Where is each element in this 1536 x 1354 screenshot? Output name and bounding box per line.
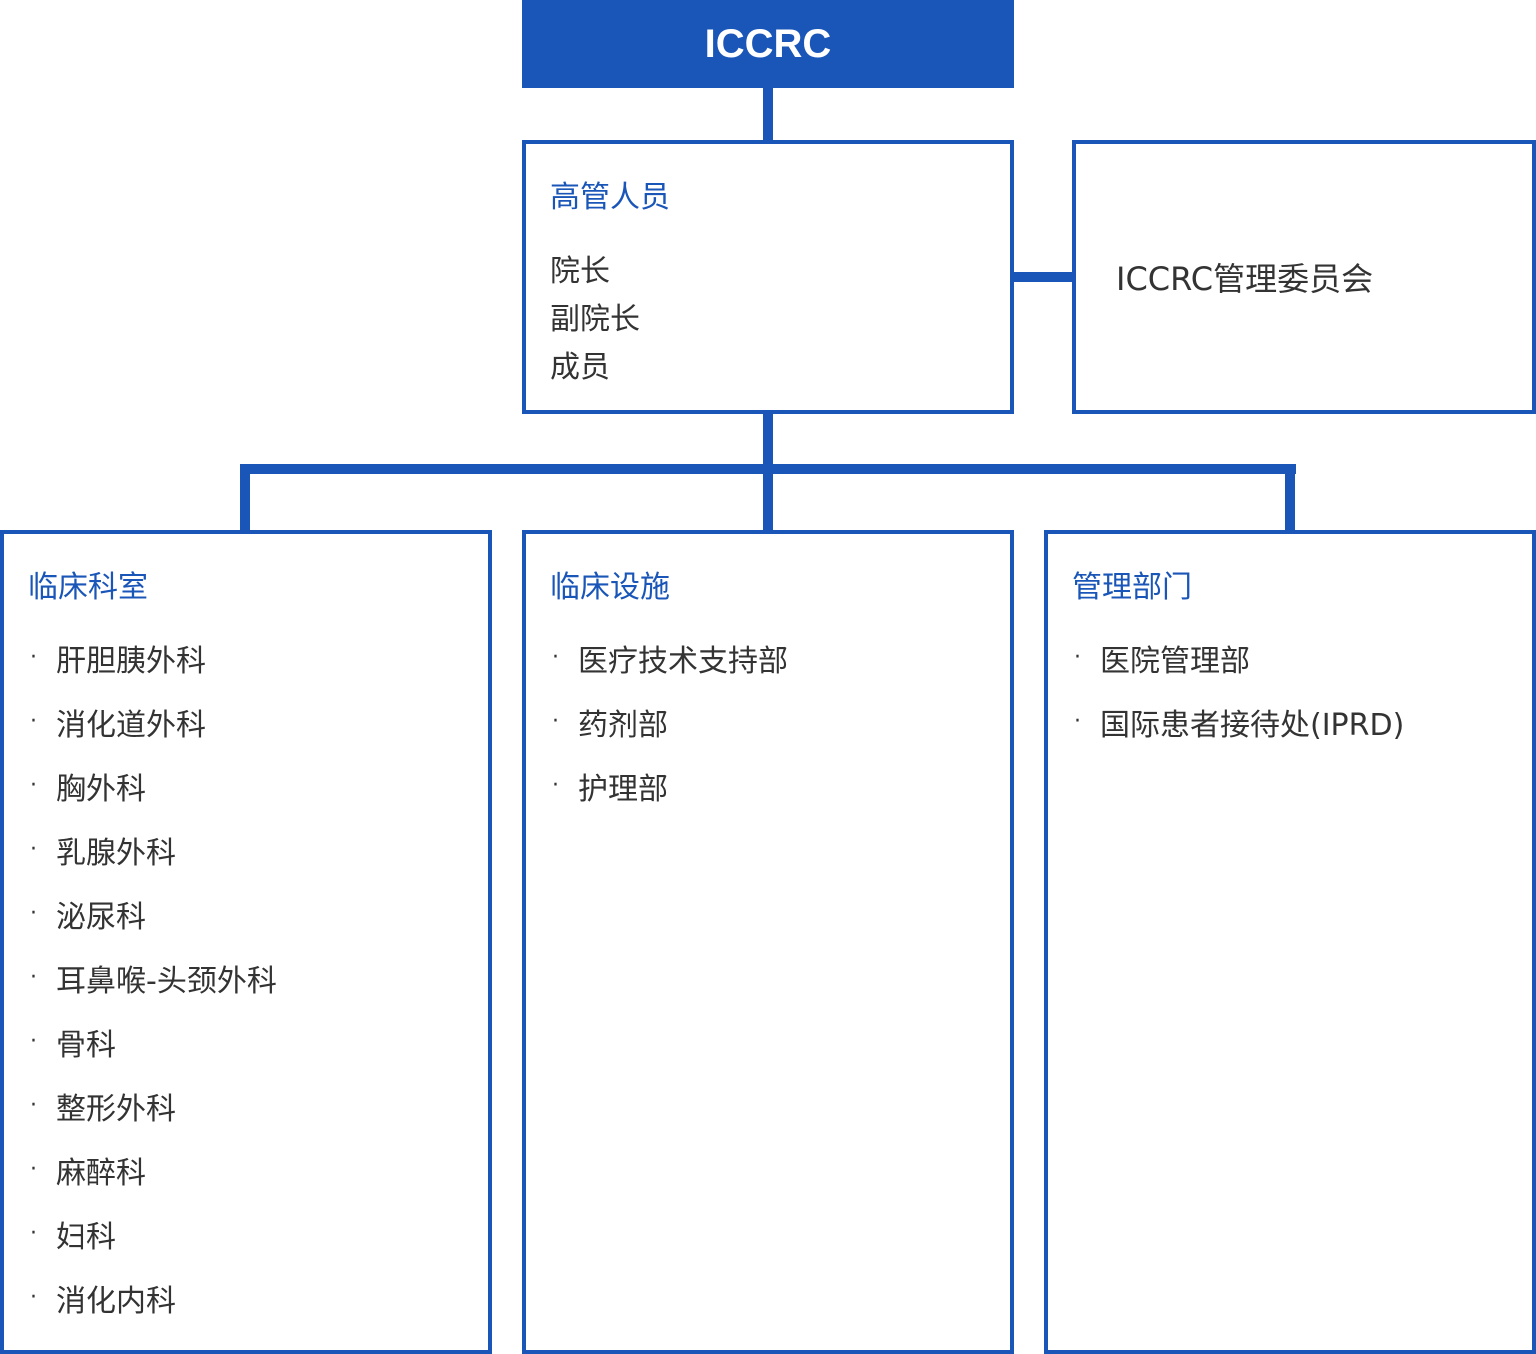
connector-root-to-executives (763, 88, 773, 142)
bullet-icon: · (30, 1029, 37, 1054)
list-item: · 消化道外科 (28, 702, 277, 766)
list-item: · 整形外科 (28, 1086, 277, 1150)
list-item-label: 整形外科 (56, 1092, 176, 1127)
list-item-label: 妇科 (56, 1220, 116, 1255)
list-item-label: 国际患者接待处(IPRD) (1100, 708, 1405, 743)
bullet-icon: · (30, 1285, 37, 1310)
list-item: · 泌尿科 (28, 894, 277, 958)
list-item-label: 消化道外科 (56, 708, 206, 743)
list-item-label: 泌尿科 (56, 900, 146, 935)
list-item-label: 乳腺外科 (56, 836, 176, 871)
list-item-label: 肝胆胰外科 (56, 644, 206, 679)
bullet-icon: · (552, 709, 559, 734)
list-item: · 乳腺外科 (28, 830, 277, 894)
executives-title: 高管人员 (550, 180, 670, 215)
list-item: · 消化内科 (28, 1278, 277, 1342)
bullet-icon: · (1074, 645, 1081, 670)
connector-executives-down (763, 412, 773, 472)
list-item-label: 药剂部 (578, 708, 668, 743)
committee-label: ICCRC管理委员会 (1116, 260, 1374, 298)
committee-box: ICCRC管理委员会 (1072, 140, 1536, 414)
list-item: · 妇科 (28, 1214, 277, 1278)
bullet-icon: · (30, 837, 37, 862)
list-item: · 麻醉科 (28, 1150, 277, 1214)
list-item: · 医疗技术支持部 (550, 638, 788, 702)
clinical-departments-list: ·肝胆胰外科 ·消化道外科 ·胸外科 ·乳腺外科 ·泌尿科 ·耳鼻喉-头颈外科 … (28, 638, 277, 1342)
clinical-facilities-box: 临床设施 · 医疗技术支持部 · 药剂部 · 护理部 (522, 530, 1014, 1354)
list-item-label: 消化内科 (56, 1284, 176, 1319)
list-item: · 耳鼻喉-头颈外科 (28, 958, 277, 1022)
executives-box: 高管人员 院长 副院长 成员 (522, 140, 1014, 414)
clinical-departments-box: 临床科室 · 肝胆胰外科 · 消化道外科 · 胸外科 · 乳腺外科 · 泌尿科 · 耳鼻喉-… (0, 530, 492, 1354)
role-item: 院长 (550, 254, 610, 289)
administrative-departments-box: 管理部门 · 医院管理部 · 国际患者接待处(IPRD) (1044, 530, 1536, 1354)
list-item: · 药剂部 (550, 702, 788, 766)
connector-to-admin-depts (1285, 464, 1295, 532)
list-item-label: 护理部 (578, 772, 668, 807)
bullet-icon: · (30, 1221, 37, 1246)
root-label: ICCRC (704, 21, 832, 66)
list-item: · 肝胆胰外科 (28, 638, 277, 702)
list-item: · 护理部 (550, 766, 788, 830)
bullet-icon: · (1074, 709, 1081, 734)
bullet-icon: · (30, 773, 37, 798)
role-item: 副院长 (550, 302, 640, 337)
bullet-icon: · (30, 709, 37, 734)
clinical-facilities-list: · 医疗技术支持部 · 药剂部 · 护理部 (550, 638, 788, 830)
bullet-icon: · (30, 1093, 37, 1118)
list-item-label: 医院管理部 (1100, 644, 1250, 679)
administrative-departments-title: 管理部门 (1072, 570, 1192, 605)
clinical-departments-title: 临床科室 (28, 570, 148, 605)
role-item: 成员 (550, 350, 610, 385)
bullet-icon: · (30, 965, 37, 990)
list-item-label: 胸外科 (56, 772, 146, 807)
list-item: · 医院管理部 (1072, 638, 1404, 702)
administrative-departments-list: · 医院管理部 · 国际患者接待处(IPRD) (1072, 638, 1404, 766)
list-item: · 胸外科 (28, 766, 277, 830)
list-item: · 骨科 (28, 1022, 277, 1086)
bullet-icon: · (30, 645, 37, 670)
list-item-label: 骨科 (56, 1028, 116, 1063)
bullet-icon: · (552, 773, 559, 798)
bullet-icon: · (30, 1157, 37, 1182)
connector-to-clinical-facilities (763, 464, 773, 532)
list-item-label: 麻醉科 (56, 1156, 146, 1191)
connector-to-clinical-depts (240, 464, 250, 532)
bullet-icon: · (552, 645, 559, 670)
list-item-label: 耳鼻喉-头颈外科 (56, 964, 277, 999)
executives-role-list: 院长 副院长 成员 (550, 248, 640, 392)
bullet-icon: · (30, 901, 37, 926)
connector-executives-to-committee (1012, 272, 1074, 282)
clinical-facilities-title: 临床设施 (550, 570, 670, 605)
root-node: ICCRC (522, 0, 1014, 88)
list-item: · 国际患者接待处(IPRD) (1072, 702, 1404, 766)
list-item-label: 医疗技术支持部 (578, 644, 788, 679)
